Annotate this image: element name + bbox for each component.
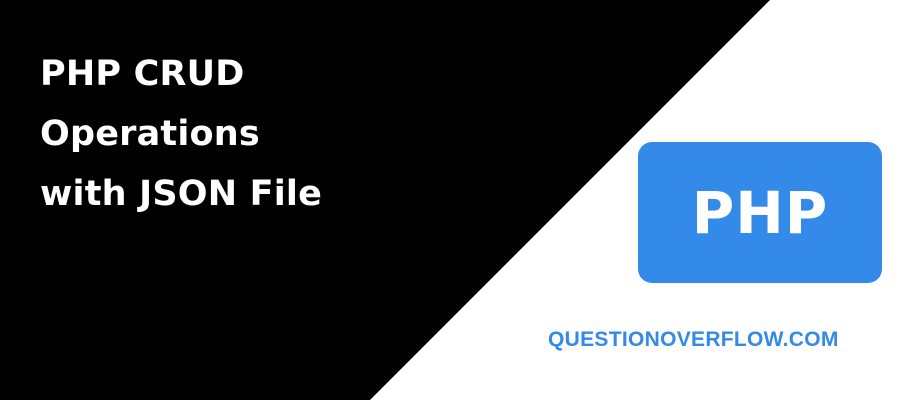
php-badge-label: PHP (691, 178, 829, 247)
title-line-2: Operations (40, 114, 260, 154)
black-diagonal-panel (0, 0, 770, 400)
page-title: PHP CRUD Operations with JSON File (40, 44, 420, 224)
site-url: QUESTIONOVERFLOW.COM (548, 328, 839, 351)
title-line-1: PHP CRUD (40, 54, 245, 94)
title-line-3: with JSON File (40, 174, 323, 214)
php-badge: PHP (638, 142, 882, 283)
